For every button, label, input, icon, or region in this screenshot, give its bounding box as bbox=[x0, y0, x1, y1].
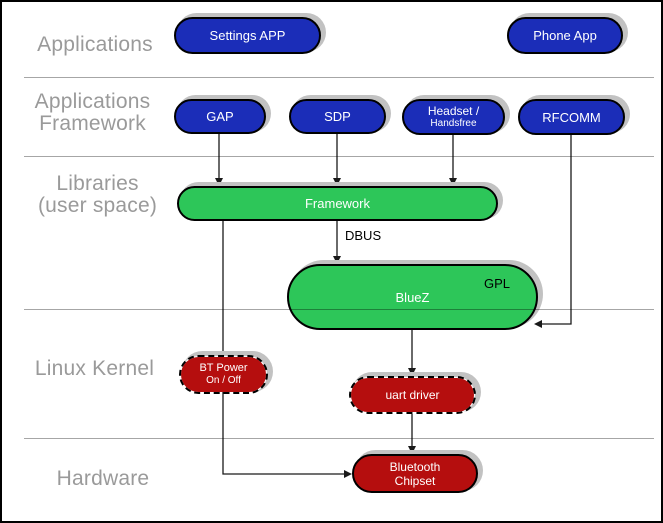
dbus-edge-label: DBUS bbox=[345, 228, 382, 243]
edge-framework-to-bluez-dbus bbox=[333, 221, 341, 264]
node-bluez: BlueZ GPL bbox=[287, 264, 538, 330]
layer-label-applications-framework-line1: Applications bbox=[34, 90, 151, 113]
layer-label-applications-framework: Applications Framework bbox=[15, 91, 170, 135]
bluez-gpl-license-tag: GPL bbox=[483, 276, 510, 291]
node-rfcomm-label: RFCOMM bbox=[542, 109, 601, 125]
edge-sdp-to-framework bbox=[333, 134, 341, 186]
node-framework: Framework bbox=[177, 186, 498, 221]
node-phone-app: Phone App bbox=[507, 17, 623, 54]
node-bluetooth-chipset: Bluetooth Chipset bbox=[352, 454, 478, 493]
layer-label-hardware: Hardware bbox=[56, 467, 150, 490]
node-phone-app-label: Phone App bbox=[533, 28, 597, 43]
edge-gap-to-framework bbox=[215, 134, 223, 186]
node-bluetooth-chipset-label-line1: Bluetooth bbox=[389, 459, 441, 474]
node-headset-label-line2: Handsfree bbox=[430, 118, 477, 129]
edge-framework-to-chipset-via-btpower bbox=[222, 221, 352, 478]
node-sdp-label: SDP bbox=[324, 109, 351, 124]
node-bt-power-label-line2: On / Off bbox=[206, 375, 241, 386]
edge-bluez-to-uart bbox=[408, 330, 416, 376]
node-uart-driver-label: uart driver bbox=[385, 388, 440, 402]
node-gap: GAP bbox=[174, 99, 266, 134]
edge-uart-to-chipset bbox=[408, 414, 416, 454]
node-gap-label: GAP bbox=[206, 109, 234, 124]
layer-label-linux-kernel: Linux Kernel bbox=[34, 357, 155, 380]
node-bt-power-on-off: BT Power On / Off bbox=[179, 355, 268, 394]
node-bt-power-label-line1: BT Power bbox=[199, 362, 248, 374]
node-headset-label-line1: Headset / bbox=[427, 104, 480, 118]
layer-label-libraries-line2: (user space) bbox=[37, 194, 158, 217]
node-settings-app: Settings APP bbox=[174, 17, 321, 54]
node-uart-driver: uart driver bbox=[349, 376, 476, 414]
layer-label-libraries-line1: Libraries bbox=[56, 172, 139, 195]
node-bluetooth-chipset-label-line2: Chipset bbox=[394, 473, 436, 488]
layer-label-applications-framework-line2: Framework bbox=[39, 112, 146, 135]
layer-label-applications: Applications bbox=[37, 33, 153, 56]
node-headset-handsfree: Headset / Handsfree bbox=[402, 99, 505, 135]
edge-rfcomm-to-bluez bbox=[534, 135, 572, 328]
node-rfcomm: RFCOMM bbox=[518, 99, 625, 135]
layer-label-libraries: Libraries (user space) bbox=[15, 173, 180, 217]
node-bluez-label: BlueZ bbox=[395, 289, 430, 305]
node-framework-label: Framework bbox=[304, 196, 370, 211]
edge-headset-to-framework bbox=[449, 135, 457, 186]
node-settings-app-label: Settings APP bbox=[209, 28, 286, 43]
node-sdp: SDP bbox=[289, 99, 386, 134]
